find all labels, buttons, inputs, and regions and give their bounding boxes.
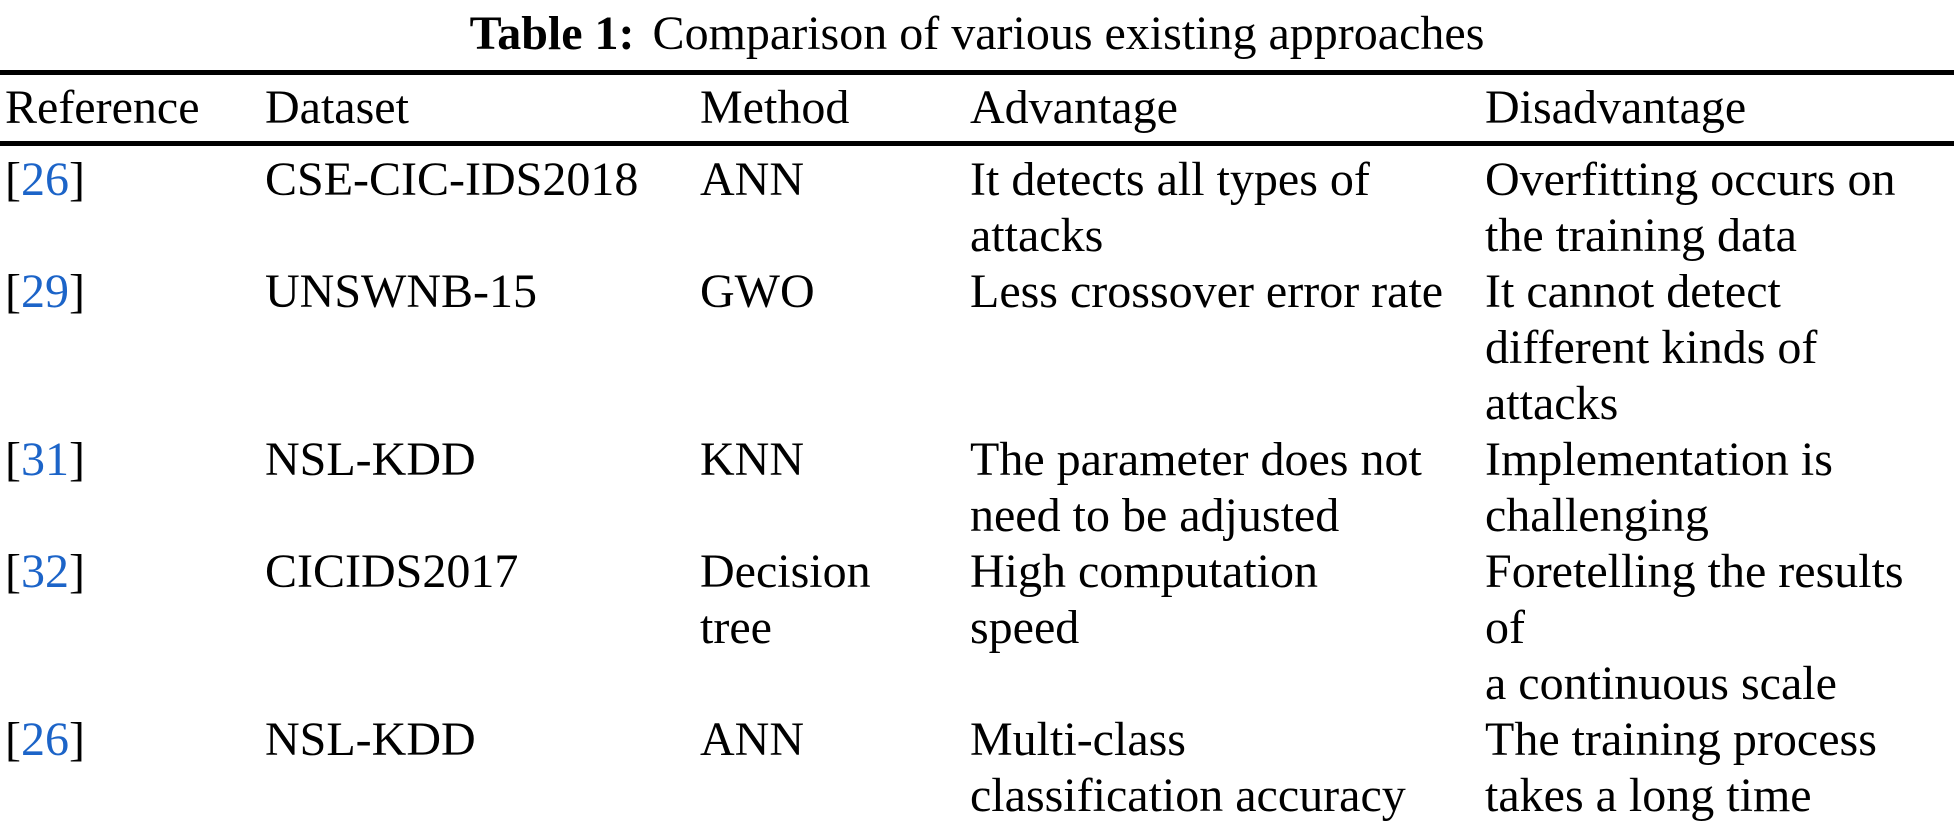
reference-cell: [26] — [0, 712, 265, 833]
bracket-close: ] — [68, 265, 85, 318]
dataset-cell: NSL-KDD — [265, 433, 476, 486]
disadvantage-cell: Foretelling the results of a continuous … — [1485, 545, 1904, 710]
table-row: [26] NSL-KDD ANN Multi-class classificat… — [0, 712, 1954, 833]
reference-cell: [32] — [0, 544, 265, 712]
bracket-open: [ — [5, 545, 21, 598]
advantage-cell: Less crossover error rate — [970, 265, 1444, 318]
bracket-open: [ — [5, 265, 21, 318]
method-cell: KNN — [700, 433, 804, 486]
method-cell: Decision tree — [700, 545, 871, 654]
citation-link[interactable]: 26 — [20, 153, 69, 206]
disadvantage-cell: It cannot detect different kinds of atta… — [1485, 265, 1818, 430]
bracket-close: ] — [68, 713, 85, 766]
citation-link[interactable]: 29 — [20, 265, 69, 318]
table-row: [31] NSL-KDD KNN The parameter does not … — [0, 432, 1954, 544]
table-row: [32] CICIDS2017 Decision tree High compu… — [0, 544, 1954, 712]
method-cell: GWO — [700, 265, 815, 318]
bracket-open: [ — [5, 433, 21, 486]
column-header-reference: Reference — [0, 72, 265, 146]
disadvantage-cell: The training process takes a long time — [1485, 713, 1877, 822]
bracket-open: [ — [5, 713, 21, 766]
table-header-row: Reference Dataset Method Advantage Disad… — [0, 72, 1954, 146]
bracket-open: [ — [5, 153, 21, 206]
method-cell: ANN — [700, 153, 804, 206]
advantage-cell: Multi-class classification accuracy is h… — [970, 713, 1406, 833]
method-cell: ANN — [700, 713, 804, 766]
table-caption-label: Table 1: — [469, 7, 635, 60]
bracket-close: ] — [68, 153, 85, 206]
table-row: [29] UNSWNB-15 GWO Less crossover error … — [0, 264, 1954, 432]
column-header-advantage: Advantage — [970, 72, 1485, 146]
comparison-table: Reference Dataset Method Advantage Disad… — [0, 70, 1954, 833]
citation-link[interactable]: 31 — [20, 433, 69, 486]
column-header-method: Method — [700, 72, 970, 146]
advantage-cell: It detects all types of attacks — [970, 153, 1370, 262]
citation-link[interactable]: 32 — [20, 545, 69, 598]
disadvantage-cell: Implementation is challenging — [1485, 433, 1833, 542]
disadvantage-cell: Overfitting occurs on the training data — [1485, 153, 1896, 262]
column-header-disadvantage: Disadvantage — [1485, 72, 1954, 146]
reference-cell: [26] — [0, 144, 265, 265]
dataset-cell: CSE-CIC-IDS2018 — [265, 153, 639, 206]
reference-cell: [29] — [0, 264, 265, 432]
reference-cell: [31] — [0, 432, 265, 544]
advantage-cell: The parameter does not need to be adjust… — [970, 433, 1422, 542]
dataset-cell: UNSWNB-15 — [265, 265, 537, 318]
table-caption-text: Comparison of various existing approache… — [652, 7, 1485, 60]
table-caption: Table 1: Comparison of various existing a… — [0, 0, 1954, 70]
dataset-cell: CICIDS2017 — [265, 545, 519, 598]
column-header-dataset: Dataset — [265, 72, 700, 146]
dataset-cell: NSL-KDD — [265, 713, 476, 766]
table-row: [26] CSE-CIC-IDS2018 ANN It detects all … — [0, 144, 1954, 265]
bracket-close: ] — [68, 545, 85, 598]
advantage-cell: High computation speed — [970, 545, 1318, 654]
citation-link[interactable]: 26 — [20, 713, 69, 766]
bracket-close: ] — [68, 433, 85, 486]
